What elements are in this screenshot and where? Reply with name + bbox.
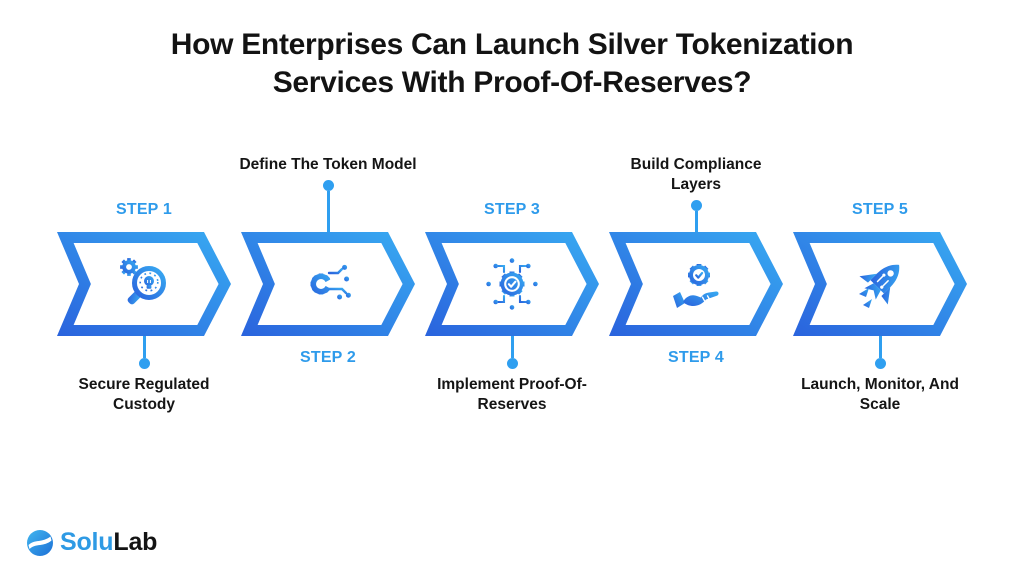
connector-dot bbox=[322, 180, 334, 191]
magnifier-bulb-gear-icon bbox=[112, 252, 176, 316]
step-1-column: STEP 1 bbox=[52, 150, 236, 418]
solulab-sphere-icon bbox=[27, 529, 53, 556]
hand-gear-check-icon bbox=[664, 252, 728, 316]
step-2-chevron bbox=[236, 232, 420, 336]
connector-dot bbox=[138, 358, 150, 369]
step-3-description: Implement Proof-Of-Reserves bbox=[437, 376, 587, 413]
page-title-line2: Services With Proof-Of-Reserves? bbox=[272, 66, 752, 99]
connector-dot bbox=[690, 200, 702, 211]
step-1-chevron bbox=[52, 232, 236, 336]
step-3-label: STEP 3 bbox=[483, 201, 541, 218]
rocket-icon bbox=[848, 252, 912, 316]
step-4-chevron bbox=[604, 232, 788, 336]
step-2-label: STEP 2 bbox=[299, 349, 357, 366]
step-1-description: Secure Regulated Custody bbox=[78, 376, 210, 413]
process-steps-row: STEP 1 bbox=[52, 150, 972, 418]
connector-dot bbox=[874, 358, 886, 369]
step-5-label: STEP 5 bbox=[851, 201, 909, 218]
connector-line bbox=[878, 336, 882, 358]
gear-circuit-icon bbox=[296, 252, 360, 316]
step-3-chevron bbox=[420, 232, 604, 336]
page-title: How Enterprises Can Launch Silver Tokeni… bbox=[0, 26, 1024, 102]
step-5-column: STEP 5 bbox=[788, 150, 972, 418]
step-5-description: Launch, Monitor, And Scale bbox=[801, 376, 959, 413]
gear-check-network-icon bbox=[480, 252, 544, 316]
logo-text-lab: Lab bbox=[113, 528, 158, 556]
logo-text-solu: Solu bbox=[60, 528, 114, 556]
solulab-logo: SoluLab bbox=[26, 528, 157, 557]
page-title-line1: How Enterprises Can Launch Silver Tokeni… bbox=[170, 28, 854, 61]
step-3-column: STEP 3 bbox=[420, 150, 604, 418]
step-5-chevron bbox=[788, 232, 972, 336]
step-2-column: Define The Token Model bbox=[236, 150, 420, 418]
step-1-label: STEP 1 bbox=[115, 201, 173, 218]
step-4-description: Build Compliance Layers bbox=[630, 156, 762, 193]
connector-line bbox=[510, 336, 514, 358]
step-4-label: STEP 4 bbox=[667, 349, 725, 366]
connector-line bbox=[326, 191, 330, 232]
connector-line bbox=[694, 211, 698, 232]
solulab-logo-text: SoluLab bbox=[60, 528, 157, 557]
connector-dot bbox=[506, 358, 518, 369]
connector-line bbox=[142, 336, 146, 358]
step-2-description: Define The Token Model bbox=[239, 156, 417, 173]
step-4-column: Build Compliance Layers bbox=[604, 150, 788, 418]
